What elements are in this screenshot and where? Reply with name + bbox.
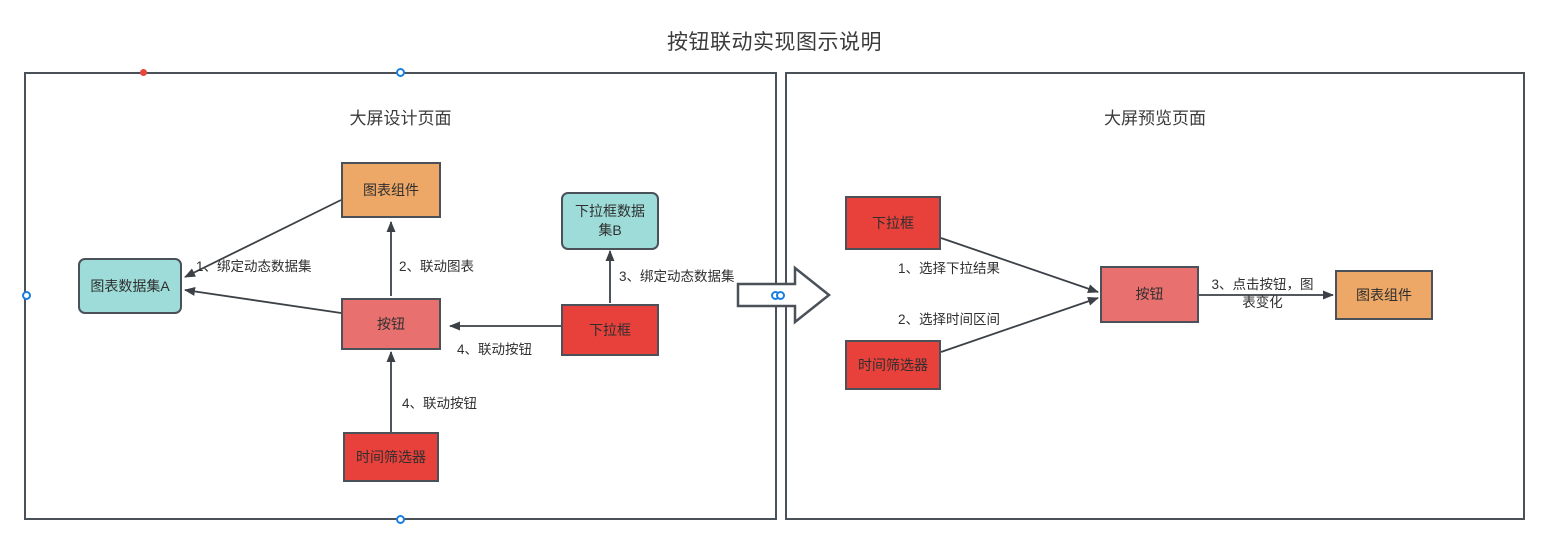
node-pv-dropdown[interactable]: 下拉框 <box>845 196 941 250</box>
page-title: 按钮联动实现图示说明 <box>667 31 882 54</box>
node-time-filter[interactable]: 时间筛选器 <box>343 432 439 482</box>
edge-label-click-button: 3、点击按钮，图 表变化 <box>1211 277 1314 310</box>
handle-arrow-connector[interactable] <box>776 291 785 300</box>
handle-left-middle[interactable] <box>22 291 31 300</box>
node-dataset-b[interactable]: 下拉框数据 集B <box>561 192 659 250</box>
node-dataset-a[interactable]: 图表数据集A <box>78 258 182 314</box>
edge-label-bind-dataset-1: 1、绑定动态数据集 <box>196 259 312 274</box>
edge-label-link-button-4b: 4、联动按钮 <box>402 396 478 411</box>
node-chart-component[interactable]: 图表组件 <box>341 162 441 218</box>
handle-top-red[interactable] <box>140 69 147 76</box>
node-button[interactable]: 按钮 <box>341 298 441 350</box>
node-pv-chart-component[interactable]: 图表组件 <box>1335 270 1433 320</box>
edge-label-bind-dataset-3: 3、绑定动态数据集 <box>619 269 735 284</box>
handle-bottom-center[interactable] <box>396 515 405 524</box>
node-pv-time-filter[interactable]: 时间筛选器 <box>845 340 941 390</box>
edge-label-link-chart: 2、联动图表 <box>399 259 475 274</box>
node-pv-button[interactable]: 按钮 <box>1100 266 1199 323</box>
panel-preview-title: 大屏预览页面 <box>1104 109 1206 128</box>
edge-label-select-time: 2、选择时间区间 <box>898 312 1001 327</box>
node-dropdown[interactable]: 下拉框 <box>561 304 659 356</box>
edge-label-select-dropdown: 1、选择下拉结果 <box>898 261 1001 276</box>
edge-label-link-button-4a: 4、联动按钮 <box>457 342 533 357</box>
handle-top-center[interactable] <box>396 68 405 77</box>
panel-design-title: 大屏设计页面 <box>349 109 452 128</box>
